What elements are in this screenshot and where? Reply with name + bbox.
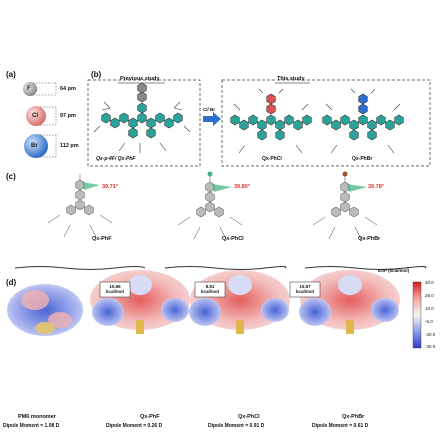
esp-scale-title: ESP (kcal/mol) <box>378 268 410 273</box>
molecule-name-qx-phbr: Qx-PhBr <box>342 414 365 420</box>
atom-f-sphere <box>23 82 37 96</box>
esp-tick-2: 25.0 <box>425 293 434 298</box>
molecule-name-qx-phcl: Qx-PhCl <box>238 414 260 420</box>
geometry-qx-phbr <box>312 171 378 240</box>
energy-box-2 <box>194 281 226 298</box>
energy-box-1 <box>99 281 131 298</box>
esp-surface-qx-phf <box>90 270 190 334</box>
dipole-pm6: Dipole Moment = 1.08 D <box>3 423 60 429</box>
esp-surface-pm6 <box>7 284 83 336</box>
atom-distance-guides <box>33 82 57 158</box>
energy-value-1: 10.66 kcal/mol <box>105 284 124 294</box>
panel-label-c: (c) <box>6 172 16 181</box>
esp-tick-4: -5.0 <box>425 319 433 324</box>
molecule-qx-phf-structure <box>93 82 191 153</box>
qx-phcl-label: Qx-PhCl <box>262 156 282 162</box>
geometry-qx-phf <box>47 174 113 238</box>
this-study-box <box>221 79 431 167</box>
qx-phbr-label: Qx-PhBr <box>352 156 373 162</box>
energy-box-3 <box>289 281 321 298</box>
previous-molecule-label: Qx-p-4F/ Qx-PhF <box>96 156 136 162</box>
geometry-label-2: Qx-PhCl <box>222 236 244 242</box>
atom-f-symbol: F <box>27 86 31 92</box>
esp-tick-3: 10.0 <box>425 306 434 311</box>
esp-surface-qx-phbr <box>299 270 400 334</box>
energy-value-3: 15.57 kcal/mol <box>295 284 314 294</box>
esp-tick-6: -35.0 <box>425 344 436 349</box>
transform-arrow <box>203 112 221 126</box>
esp-surface-qx-phcl <box>189 270 290 334</box>
dihedral-angle-2: 39.80° <box>234 184 250 190</box>
molecule-name-pm6: PM6 monomer <box>18 414 56 420</box>
atom-cl-distance: 97 pm <box>60 113 76 119</box>
panel-label-b: (b) <box>91 70 102 79</box>
dihedral-angle-3: 39.78° <box>368 184 384 190</box>
molecule-qx-phcl-structure <box>230 88 312 154</box>
dipole-qx-phcl: Dipole Moment = 0.91 D <box>208 423 265 429</box>
esp-color-scale <box>412 281 422 349</box>
panel-label-d: (d) <box>6 278 17 287</box>
energy-value-2: 8.91 kcal/mol <box>200 284 219 294</box>
dihedral-angle-1: 39.71° <box>102 184 118 190</box>
panel-label-a: (a) <box>6 70 16 79</box>
molecule-name-qx-phf: Qx-PhF <box>140 414 160 420</box>
this-study-title: This study <box>277 76 305 82</box>
geometry-label-1: Qx-PhF <box>92 236 112 242</box>
side-view-strips <box>14 266 427 270</box>
previous-study-title: Previous study <box>120 76 160 82</box>
dipole-qx-phf: Dipole Moment = 0.26 D <box>106 423 163 429</box>
arrow-label: Cl/ Br <box>203 107 216 112</box>
esp-tick-5: -20.0 <box>425 332 436 337</box>
atom-f-distance: 64 pm <box>60 86 76 92</box>
geometry-label-3: Qx-PhBr <box>358 236 381 242</box>
atom-cl-symbol: Cl <box>32 113 38 119</box>
dipole-qx-phbr: Dipole Moment = 0.61 D <box>312 423 369 429</box>
atom-br-sphere <box>24 134 48 158</box>
esp-tick-1: 40.0 <box>425 280 434 285</box>
atom-cl-sphere <box>26 106 46 126</box>
molecule-qx-phbr-structure <box>322 88 404 154</box>
atom-br-distance: 112 pm <box>60 143 79 149</box>
geometry-qx-phcl <box>177 171 243 240</box>
atom-br-symbol: Br <box>31 143 38 149</box>
previous-study-box <box>87 79 201 167</box>
